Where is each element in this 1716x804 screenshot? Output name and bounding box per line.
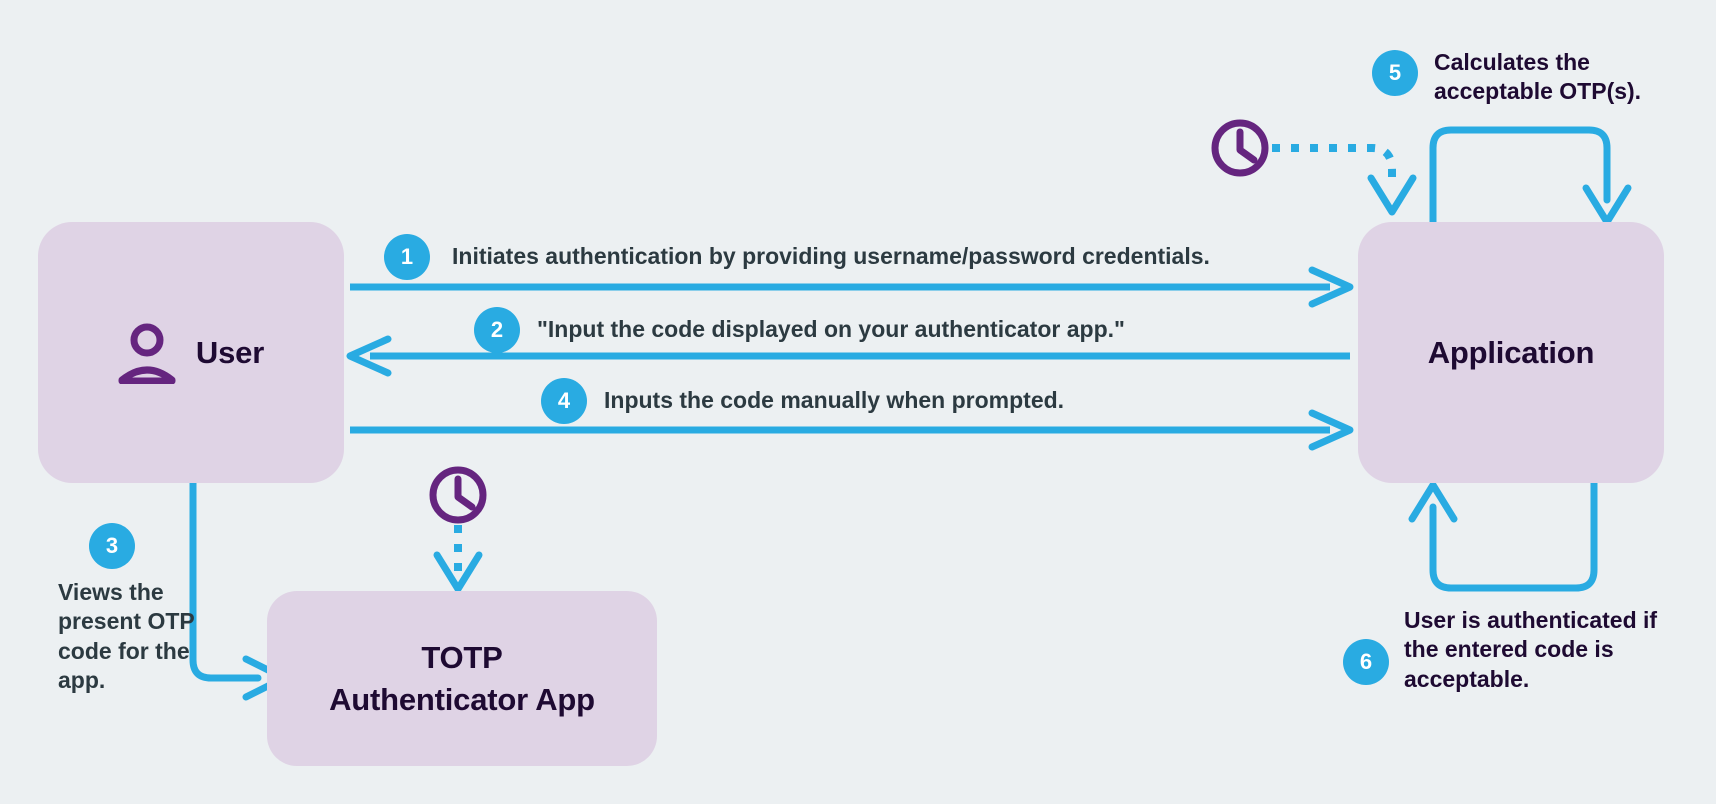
node-totp-label-line1: TOTP <box>421 640 503 676</box>
arrow-step-6-self-loop-bottom <box>1408 479 1598 592</box>
node-application[interactable]: Application <box>1358 222 1664 483</box>
arrow-step-5-self-loop-top <box>1429 126 1632 226</box>
step-label-6: User is authenticated if the entered cod… <box>1404 607 1658 692</box>
node-totp-label-line2: Authenticator App <box>329 681 595 717</box>
step-label-4: Inputs the code manually when prompted. <box>604 387 1065 413</box>
arrow-step-2 <box>346 335 1350 377</box>
arrow-step-4 <box>350 409 1354 451</box>
node-user-label: User <box>195 334 265 370</box>
step-label-5: Calculates the acceptable OTP(s). <box>1434 49 1642 105</box>
node-user[interactable]: User <box>38 222 344 483</box>
step-badge-5[interactable]: 5 <box>1372 50 1418 96</box>
step-label-1: Initiates authentication by providing us… <box>452 243 1210 269</box>
arrow-clock-to-totp <box>433 525 483 593</box>
step-label-2: "Input the code displayed on your authen… <box>537 316 1125 342</box>
step-badge-2[interactable]: 2 <box>474 307 520 353</box>
step-label-3: Views the present OTP code for the app. <box>58 579 195 694</box>
arrow-step-1 <box>350 266 1354 308</box>
arrow-clock-to-application <box>1272 144 1417 216</box>
node-totp-label: TOTP Authenticator App <box>329 637 595 719</box>
node-totp-authenticator-app[interactable]: TOTP Authenticator App <box>267 591 657 766</box>
step-badge-6[interactable]: 6 <box>1343 639 1389 685</box>
step-badge-3[interactable]: 3 <box>89 523 135 569</box>
clock-icon <box>1211 119 1269 177</box>
step-badge-1[interactable]: 1 <box>384 234 430 280</box>
person-icon <box>118 323 176 384</box>
clock-icon <box>429 466 487 524</box>
step-badge-4[interactable]: 4 <box>541 378 587 424</box>
node-application-label: Application <box>1427 334 1595 370</box>
